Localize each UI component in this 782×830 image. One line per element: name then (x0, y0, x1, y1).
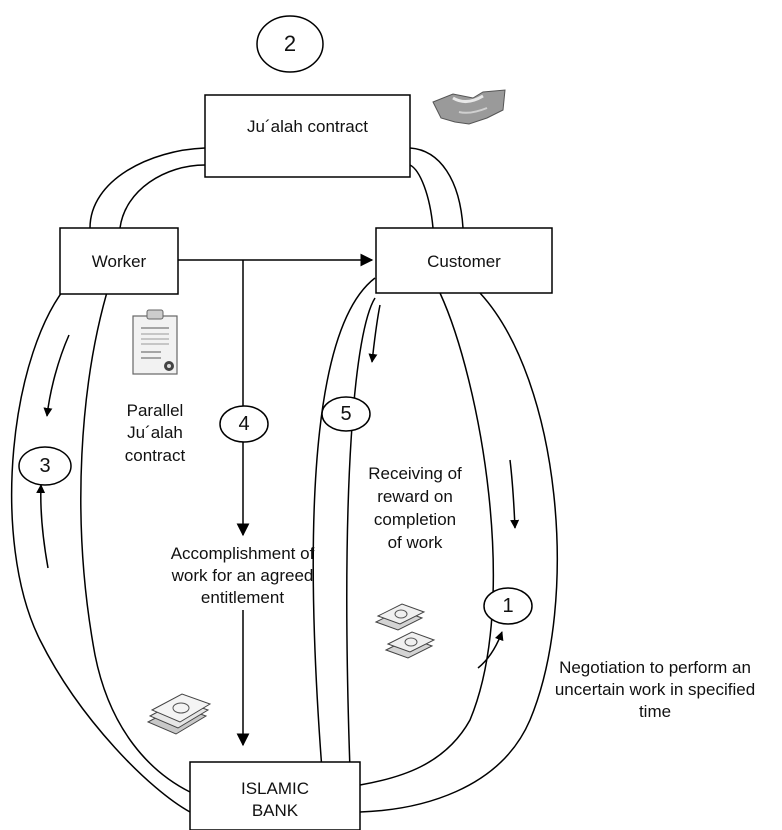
accomplishment-label-line3: entitlement (200, 588, 285, 607)
step-5-number: 5 (340, 403, 352, 425)
certificate-icon (132, 309, 178, 375)
step-1-number: 1 (502, 595, 514, 617)
jualah-contract-label: Ju´alah contract (247, 117, 368, 136)
islamic-bank-label-line1: ISLAMIC (240, 779, 310, 798)
customer-label: Customer (427, 252, 501, 271)
step-3-number: 3 (39, 455, 51, 477)
contract-arcs (89, 147, 464, 229)
handshake-icon (432, 89, 506, 125)
parallel-contract-label-line1: Parallel (126, 401, 184, 420)
islamic-bank-label-line2: BANK (251, 801, 299, 820)
accomplishment-label-line2: work for an agreed (171, 566, 314, 585)
receiving-label-line3: completion (373, 510, 457, 529)
accomplishment-label-line1: Accomplishment of (170, 544, 315, 563)
step-2-number: 2 (283, 31, 297, 56)
money-stack-icon (146, 693, 212, 735)
receiving-label-line2: reward on (377, 487, 453, 506)
node-boxes (59, 94, 553, 830)
parallel-contract-label-line3: contract (124, 446, 186, 465)
negotiation-label-line2: uncertain work in specified (554, 680, 756, 699)
step-4-number: 4 (238, 413, 250, 435)
step-circles (18, 15, 533, 625)
receiving-label-line1: Receiving of (368, 464, 462, 483)
worker-label: Worker (91, 252, 147, 271)
direction-arrows (36, 304, 520, 669)
money-stack-icon (374, 603, 436, 659)
negotiation-label-line1: Negotiation to perform an (559, 658, 751, 677)
receiving-label-line4: of work (387, 533, 443, 552)
worker-customer-line (178, 253, 374, 747)
negotiation-label-line3: time (638, 702, 672, 721)
bank-loops (10, 277, 559, 813)
parallel-contract-label-line2: Ju´alah (127, 423, 183, 442)
